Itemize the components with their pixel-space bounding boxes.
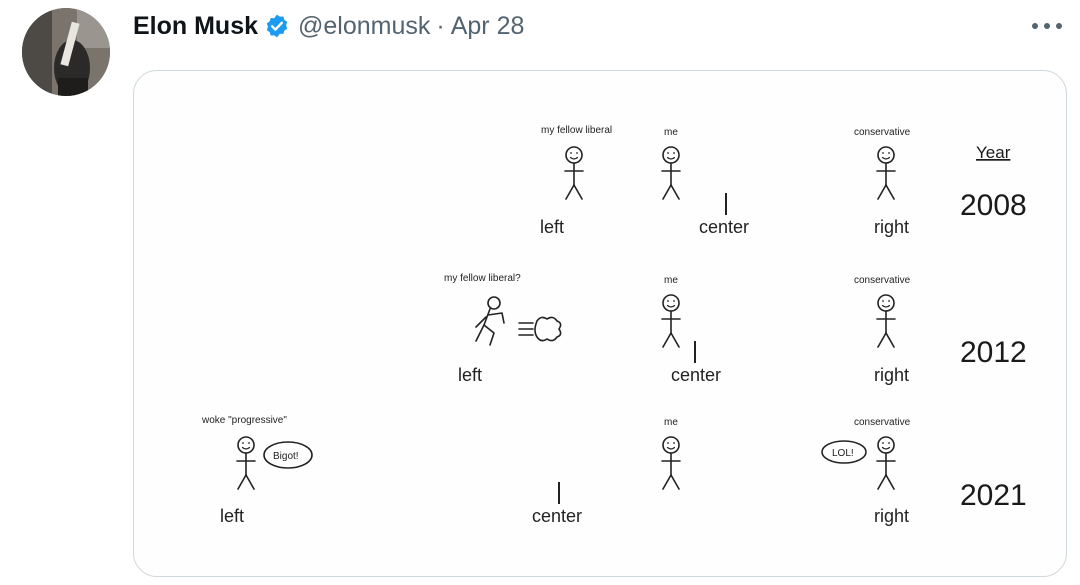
stick-figure-me bbox=[661, 436, 681, 490]
running-figure-icon bbox=[475, 296, 505, 346]
bubble-text-lol: LOL! bbox=[832, 448, 854, 459]
center-label: center bbox=[671, 365, 721, 385]
center-label: center bbox=[699, 217, 749, 237]
stick-figure-conservative bbox=[876, 294, 896, 348]
separator-dot: · bbox=[436, 11, 445, 40]
avatar[interactable] bbox=[22, 8, 110, 96]
stick-figure-conservative bbox=[876, 436, 896, 490]
year-label: 2012 bbox=[960, 336, 1027, 369]
meme-image: Year left center right my fellow liberal… bbox=[201, 125, 1027, 526]
left-label: left bbox=[540, 217, 564, 237]
stick-figure-me bbox=[661, 146, 681, 200]
tweet-header: Elon Musk @elonmusk · Apr 28 bbox=[133, 10, 524, 42]
tweet-date[interactable]: Apr 28 bbox=[450, 11, 525, 40]
figure-label-conservative: conservative bbox=[854, 127, 911, 138]
figure-label-liberal: my fellow liberal? bbox=[444, 273, 521, 284]
dust-cloud-icon bbox=[518, 316, 562, 342]
stick-figure-me bbox=[661, 294, 681, 348]
author-name[interactable]: Elon Musk bbox=[133, 11, 259, 40]
figure-label-liberal: my fellow liberal bbox=[541, 125, 612, 136]
verified-badge-icon bbox=[264, 13, 290, 39]
bubble-text-bigot: Bigot! bbox=[273, 451, 299, 462]
tweet-media-card[interactable]: Year left center right my fellow liberal… bbox=[133, 70, 1067, 577]
figure-label-me: me bbox=[664, 127, 678, 138]
right-label: right bbox=[874, 506, 909, 526]
speech-bubble-bigot bbox=[263, 441, 313, 469]
stick-figure-liberal bbox=[564, 146, 584, 200]
row-2012: left center right my fellow liberal? me … bbox=[444, 273, 1027, 385]
figure-label-me: me bbox=[664, 417, 678, 428]
year-label: 2021 bbox=[960, 479, 1027, 512]
row-2008: left center right my fellow liberal me c… bbox=[538, 125, 1027, 237]
avatar-image bbox=[22, 8, 110, 96]
figure-label-conservative: conservative bbox=[854, 417, 911, 428]
figure-label-woke: woke "progressive" bbox=[201, 415, 287, 426]
stick-figure-woke bbox=[236, 436, 256, 490]
left-label: left bbox=[220, 506, 244, 526]
speech-bubble-lol bbox=[821, 440, 867, 464]
figure-label-conservative: conservative bbox=[854, 275, 911, 286]
figure-label-me: me bbox=[664, 275, 678, 286]
stick-figure-conservative bbox=[876, 146, 896, 200]
right-label: right bbox=[874, 365, 909, 385]
right-label: right bbox=[874, 217, 909, 237]
author-handle[interactable]: @elonmusk bbox=[298, 11, 431, 40]
left-label: left bbox=[458, 365, 482, 385]
year-label: 2008 bbox=[960, 189, 1027, 222]
more-options-icon[interactable] bbox=[1032, 14, 1062, 38]
year-header: Year bbox=[976, 143, 1011, 162]
row-2021: left center right woke "progressive" me … bbox=[201, 415, 1027, 526]
center-label: center bbox=[532, 506, 582, 526]
